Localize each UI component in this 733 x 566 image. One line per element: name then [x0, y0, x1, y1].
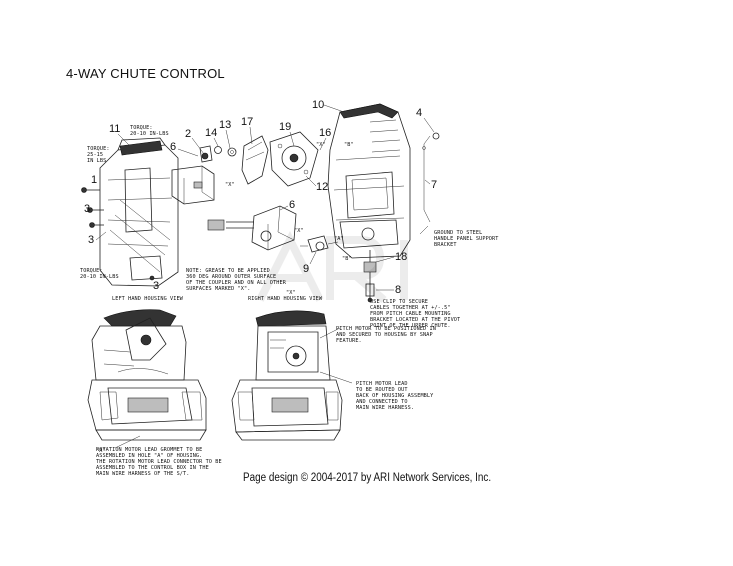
callout-9: 9 [303, 263, 309, 275]
svg-text:"B": "B" [344, 142, 354, 148]
left-view-label: LEFT HAND HOUSING VIEW [112, 296, 184, 302]
callout-5: 6 [170, 141, 176, 153]
small-parts-exploded [199, 131, 319, 187]
callout-6: 6 [289, 199, 295, 211]
page-title: 4-WAY CHUTE CONTROL [66, 66, 225, 81]
svg-text:"X": "X" [286, 290, 296, 296]
callout-10: 10 [312, 99, 324, 111]
callout-3-b: 3 [88, 234, 94, 246]
left-housing-exploded [81, 137, 215, 287]
pitch-motor-exploded [207, 205, 377, 303]
callout-16: 16 [319, 127, 331, 139]
torque-note-bottom: TORQUE:20-10 IN-LBS [80, 268, 119, 280]
svg-text:"B": "B" [342, 256, 352, 262]
callout-12: 12 [316, 181, 328, 193]
callout-labels: 11 2 6 14 13 17 19 10 16 4 7 12 6 9 18 8… [84, 99, 437, 296]
right-view-label: RIGHT HAND HOUSING VIEW [248, 296, 323, 302]
callout-14: 14 [205, 127, 217, 139]
copyright-footer: Page design © 2004-2017 by ARI Network S… [243, 472, 492, 484]
svg-text:"X": "X" [294, 228, 304, 234]
callout-3-c: 3 [153, 280, 159, 292]
svg-text:"A": "A" [334, 236, 344, 242]
surface-marks: "X" "X" "X" "A" "B" "B" "X" "A" [96, 142, 354, 454]
callout-13: 13 [219, 119, 231, 131]
callout-4: 4 [416, 107, 422, 119]
callout-18: 17 [241, 116, 253, 128]
callout-1: 1 [91, 174, 97, 186]
callout-17: 18 [395, 251, 407, 263]
svg-text:"A": "A" [96, 448, 106, 454]
right-housing-exploded [327, 103, 440, 259]
right-housing-assembled-view [231, 310, 343, 441]
callout-11: 11 [109, 123, 120, 135]
svg-text:"X": "X" [316, 142, 326, 148]
callout-3-a: 3 [84, 203, 90, 215]
ari-watermark [256, 231, 408, 304]
callout-19: 19 [279, 121, 291, 133]
left-housing-assembled-view [87, 309, 207, 441]
callout-2: 2 [185, 128, 191, 140]
callout-7: 7 [431, 179, 437, 191]
svg-text:"X": "X" [225, 182, 235, 188]
callout-8: 8 [395, 284, 401, 296]
torque-note-top: TORQUE:20-10 IN-LBS [130, 125, 169, 137]
